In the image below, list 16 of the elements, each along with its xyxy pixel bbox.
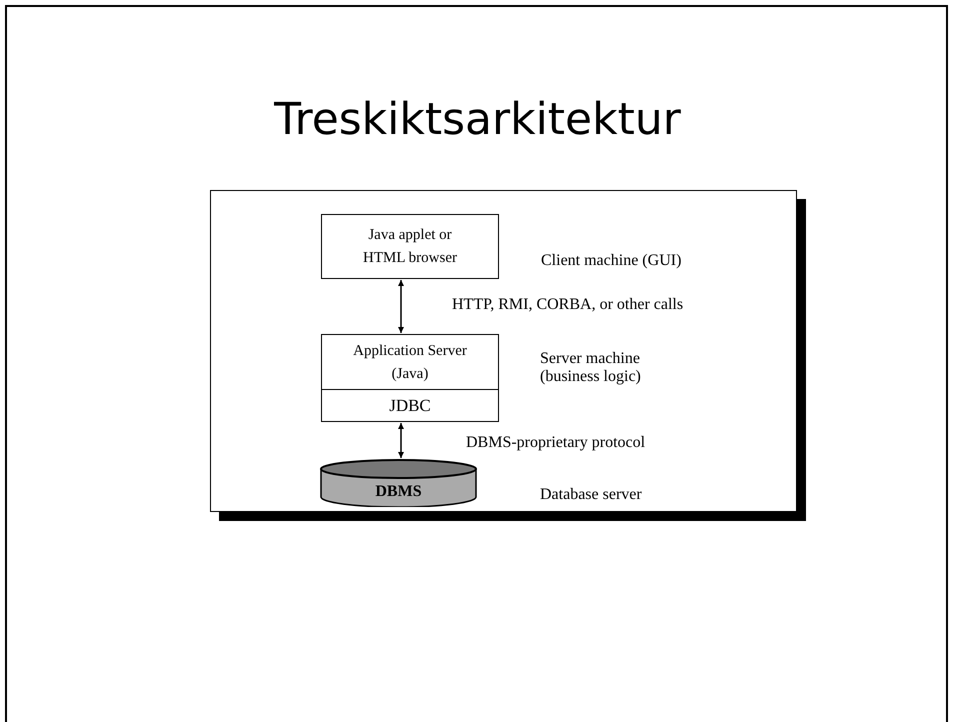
tier-caption: Client machine (GUI) — [541, 252, 682, 270]
double-arrow — [398, 280, 404, 333]
tier-caption: Server machine (business logic) — [540, 350, 642, 387]
process-box — [321, 334, 499, 391]
process-box — [321, 389, 499, 422]
slide-title: Treskiktsarkitektur — [273, 98, 682, 142]
node-label: Application Server (Java) — [352, 342, 468, 384]
tier-caption: Database server — [540, 486, 642, 504]
node-label: DBMS — [375, 483, 422, 501]
node-label: JDBC — [389, 394, 431, 417]
process-box — [321, 214, 499, 279]
edge-label: DBMS-proprietary protocol — [466, 434, 646, 452]
database-cylinder — [320, 459, 477, 507]
node-label: Java applet or HTML browser — [362, 226, 458, 268]
double-arrow — [398, 423, 404, 458]
edge-label: HTTP, RMI, CORBA, or other calls — [452, 296, 684, 314]
